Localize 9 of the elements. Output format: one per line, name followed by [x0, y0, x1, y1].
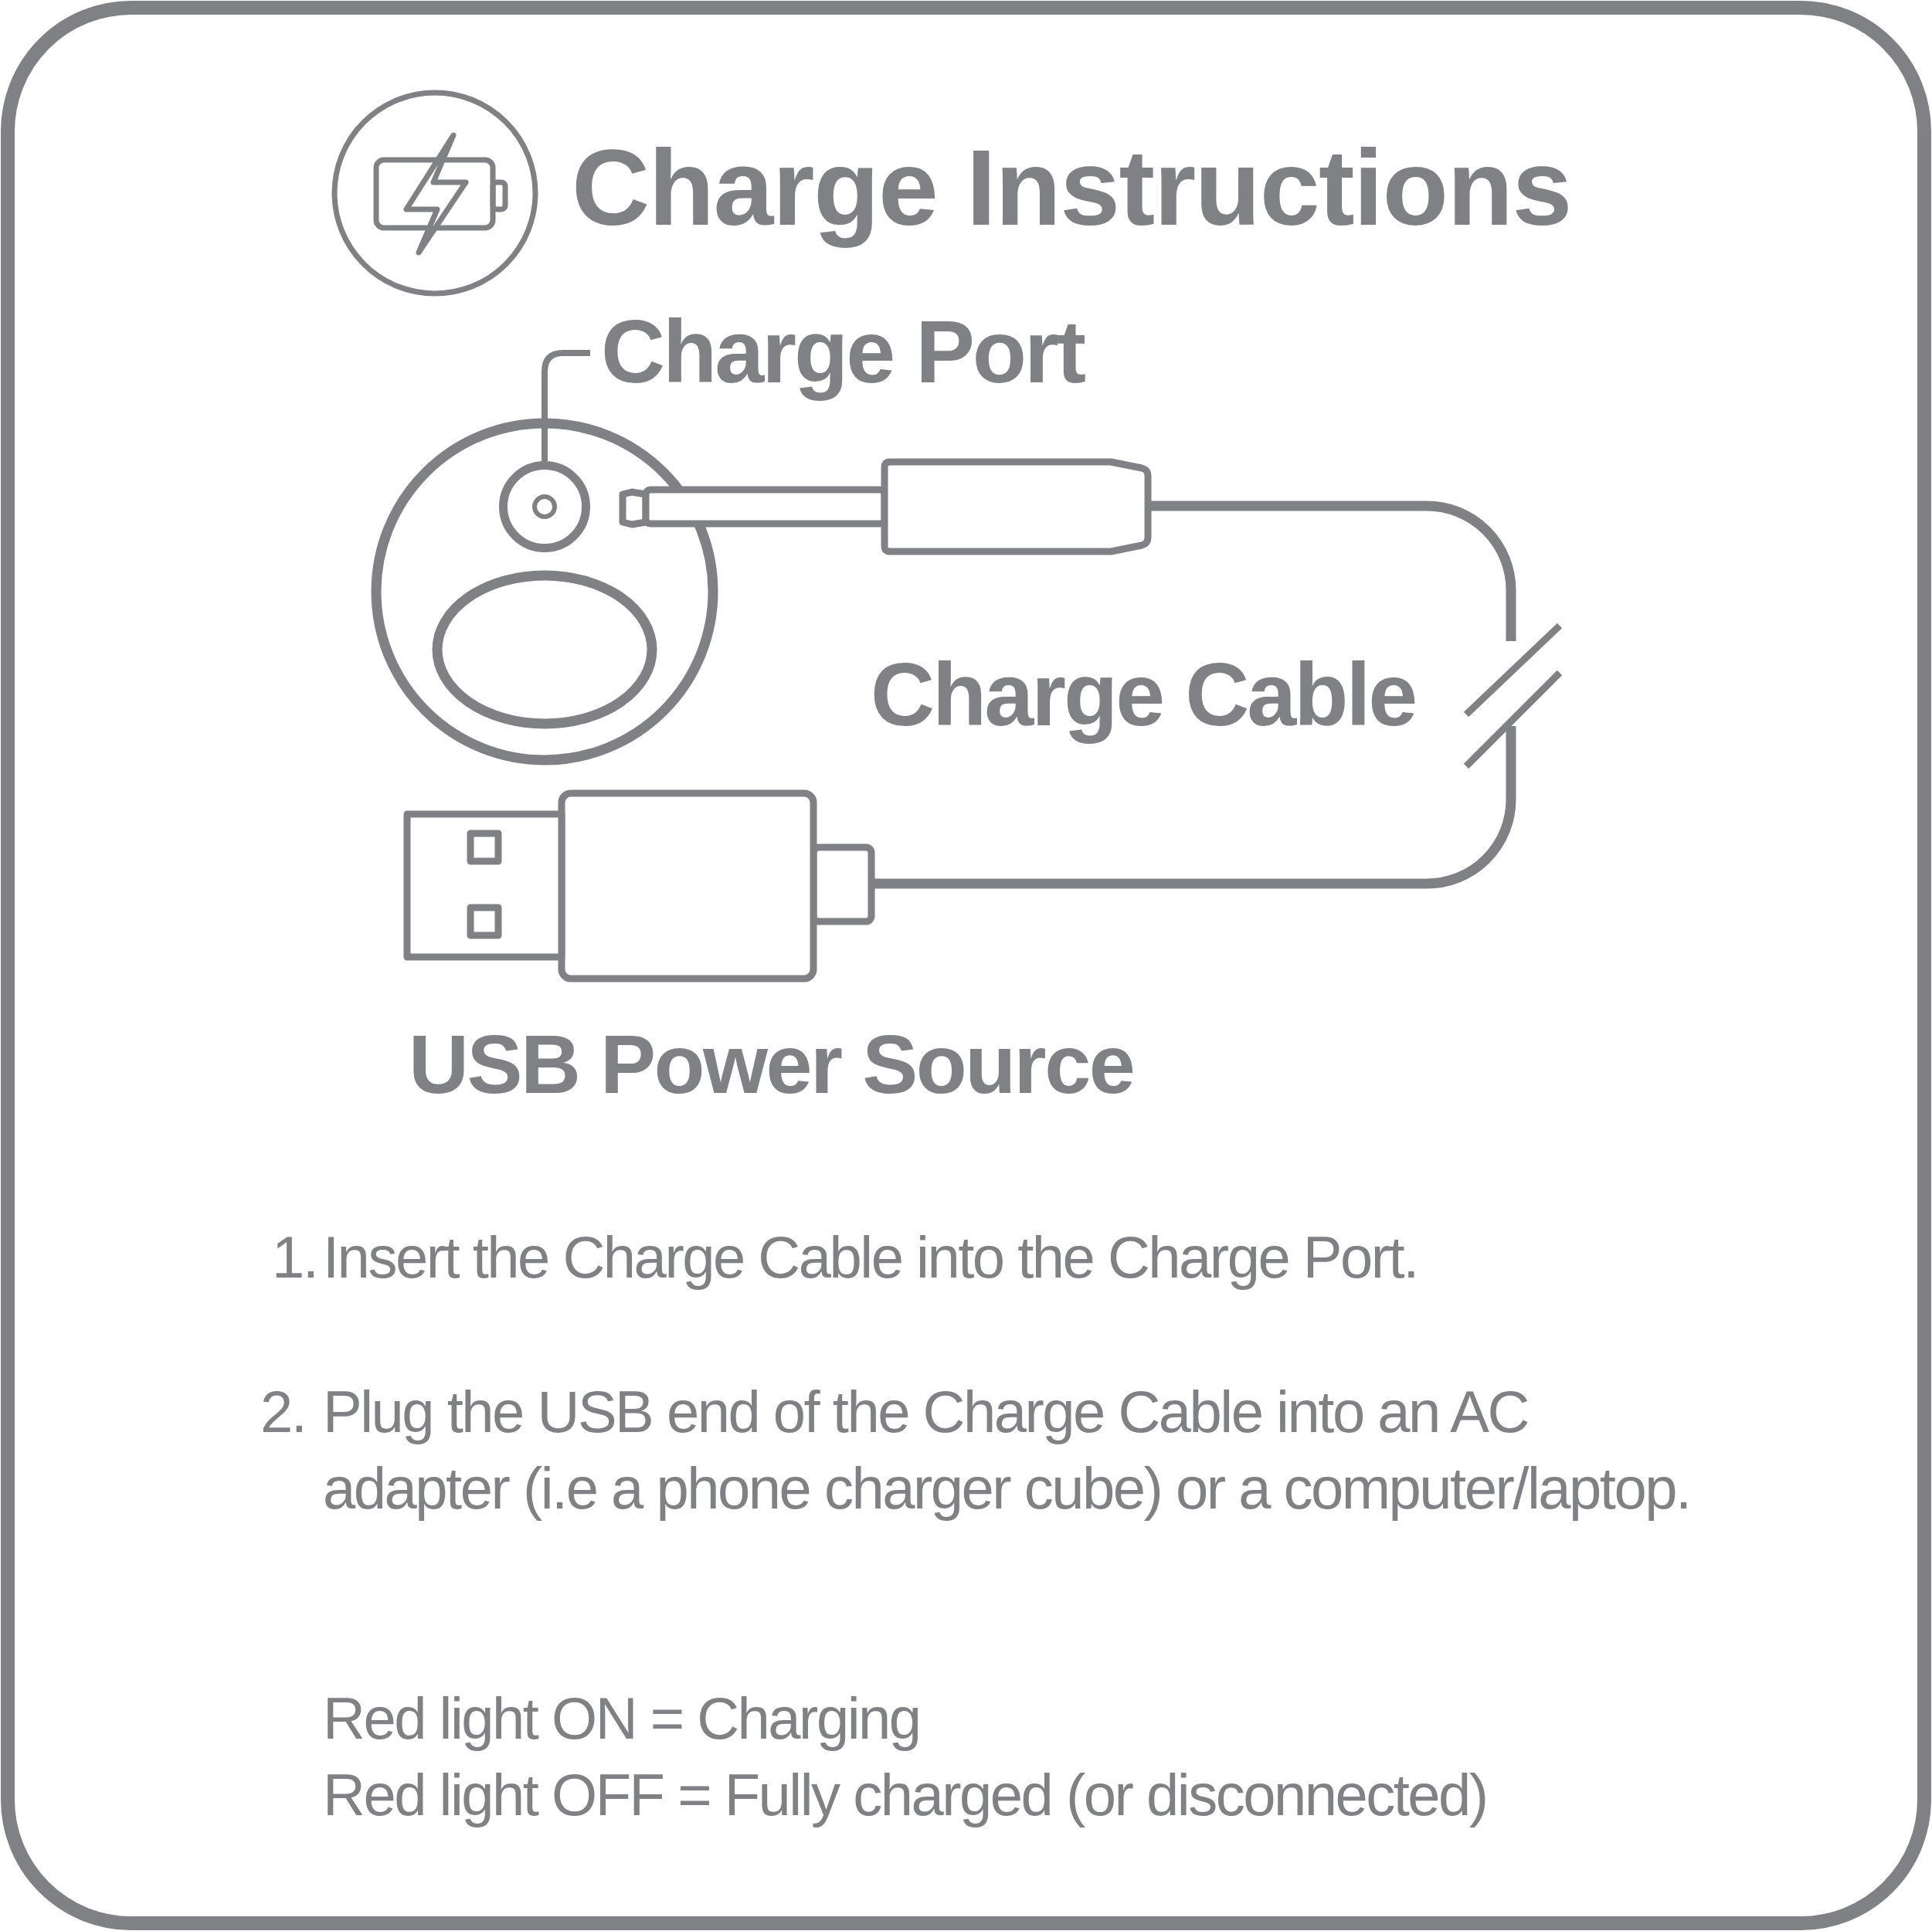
step-number: 2. [260, 1378, 306, 1446]
instruction-text: Insert the Charge Cable into the Charge Port. [323, 1223, 1418, 1291]
part-label: USB Power Source [409, 1018, 1134, 1111]
note-text: Red light OFF = Fully charged (or disconnected) [323, 1761, 1487, 1829]
part-label: Charge Port [601, 303, 1085, 400]
note-text: Red light ON = Charging [323, 1685, 920, 1753]
step-number: 1. [272, 1223, 317, 1291]
part-label: Charge Cable [871, 646, 1416, 743]
instruction-text: Plug the USB end of the Charge Cable into an AC adapter (i.e a phone charger cube) or a computer/laptop. [323, 1378, 1691, 1522]
